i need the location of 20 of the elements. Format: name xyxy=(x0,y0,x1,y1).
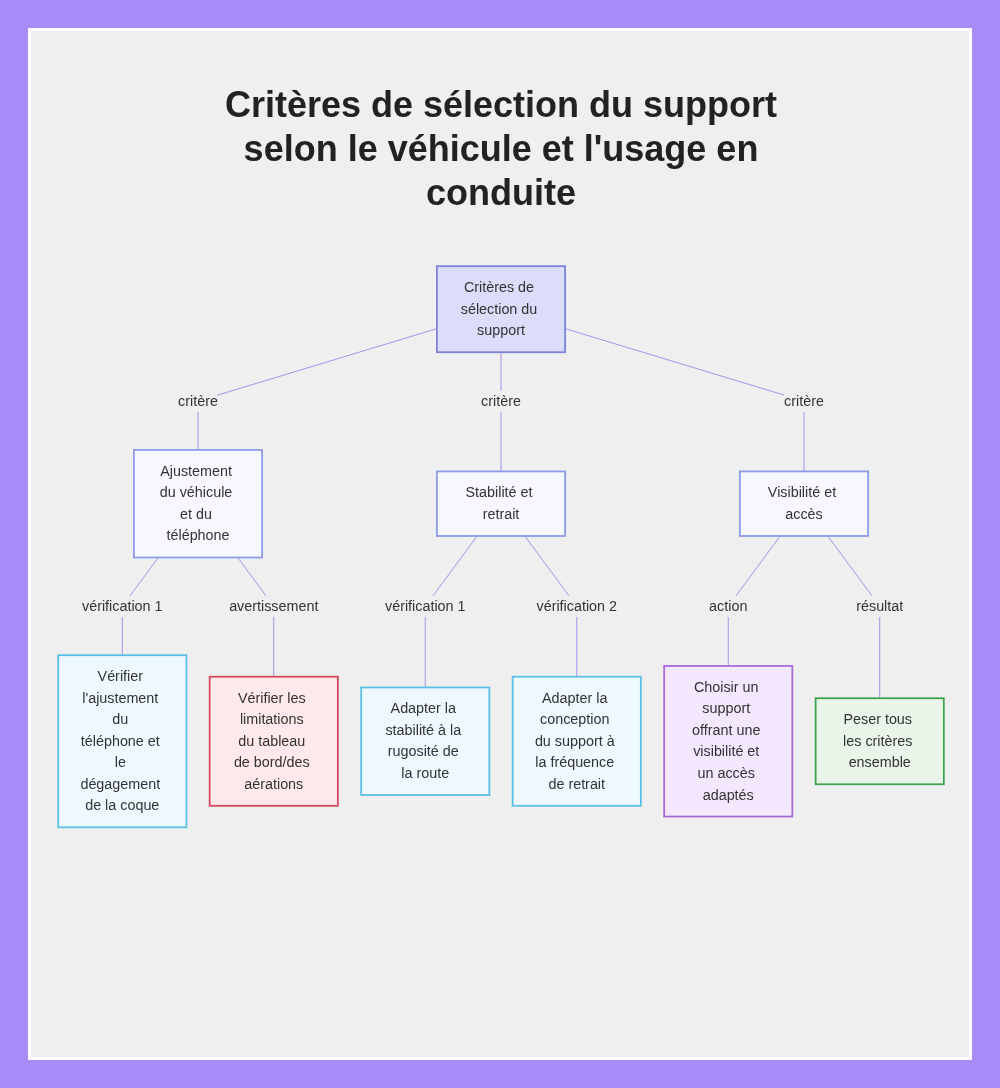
edge-label: action xyxy=(709,598,748,614)
node-box: Vérifier les limitations du tableau de bord/des aérations xyxy=(208,675,339,807)
node-box: Choisir un support offrant une visibilité et un accès adaptés xyxy=(663,665,794,818)
node-box: Critères de sélection du support xyxy=(436,265,566,354)
node-box: Peser tous les critères ensemble xyxy=(814,697,945,786)
node-box: Vérifier l'ajustement du téléphone et le dégagement de la coque xyxy=(57,654,188,829)
node-box: Ajustement du véhicule et du téléphone xyxy=(133,449,263,559)
diagram-title: Critères de sélection du support selon le véhicule et l'usage en conduite xyxy=(223,83,779,215)
edge-label: résultat xyxy=(856,598,904,614)
edge-label: critère xyxy=(178,393,218,409)
edge-label: avertissement xyxy=(229,598,319,614)
edge-label: vérification 1 xyxy=(384,598,466,614)
edge-label: critère xyxy=(481,393,521,409)
node-box: Adapter la stabilité à la rugosité de la route xyxy=(360,686,491,796)
edge-label: vérification 1 xyxy=(82,598,163,614)
node-box: Stabilité et retrait xyxy=(436,470,566,537)
node-box: Adapter la conception du support à la fréquence de retrait xyxy=(511,675,642,807)
node-box: Visibilité et accès xyxy=(739,470,869,537)
edge-label: critère xyxy=(784,393,824,409)
edge-label: vérification 2 xyxy=(536,598,618,614)
